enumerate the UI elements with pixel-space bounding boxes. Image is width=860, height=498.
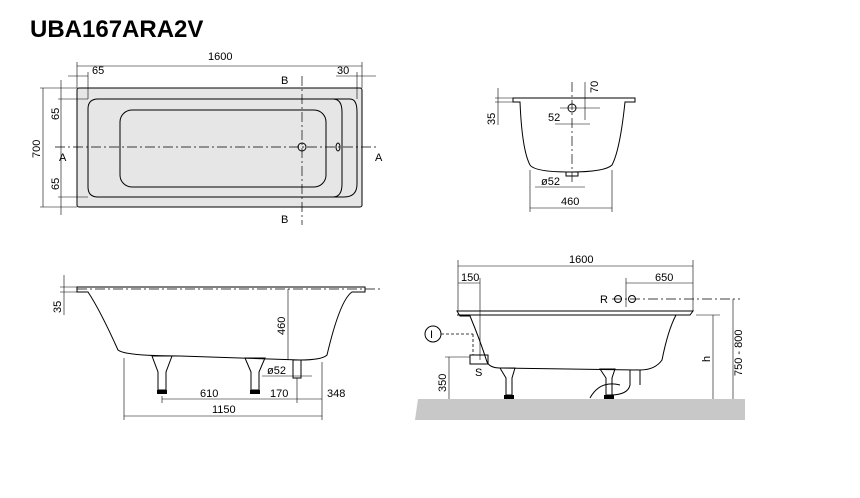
dim-depth: 460 — [276, 317, 288, 335]
dim-side-length: 1150 — [212, 404, 236, 416]
dim-rim-top: 65 — [50, 108, 62, 120]
dim-h: h — [701, 356, 713, 362]
dim-end-drain: ø52 — [541, 176, 560, 188]
dim-tap-offset: 650 — [655, 272, 673, 284]
dim-rim-right: 30 — [337, 65, 349, 77]
dim-left-offset: 150 — [461, 272, 479, 284]
dim-overflow-offset: 52 — [548, 112, 560, 124]
side-view: 35 460 ø52 610 170 348 1150 — [52, 275, 380, 420]
dim-supply-height: 350 — [437, 374, 449, 392]
floor — [415, 399, 745, 420]
marker-label: I — [430, 329, 433, 341]
dim-overflow-height: 70 — [589, 81, 601, 93]
section-a-right: A — [375, 152, 383, 164]
dim-width: 700 — [31, 140, 43, 158]
install-view: 1600 150 650 R I S 350 h 750 - 800 — [415, 254, 745, 420]
section-a-left: A — [59, 152, 67, 164]
dim-drain-to-end: 348 — [327, 388, 345, 400]
dim-length: 1600 — [208, 51, 232, 63]
dim-total-height: 750 - 800 — [733, 330, 745, 376]
dim-leg-to-drain: 170 — [270, 388, 288, 400]
dim-end-rim: 35 — [486, 113, 498, 125]
dim-install-length: 1600 — [569, 254, 593, 266]
end-view: 35 70 52 ø52 460 — [486, 81, 636, 212]
tap-label: R — [600, 294, 608, 306]
supply-label: S — [475, 367, 482, 379]
dim-side-rim: 35 — [52, 301, 64, 313]
dim-bottom-width: 460 — [561, 196, 579, 208]
top-view: 1600 65 30 700 65 65 A A B B — [31, 51, 383, 226]
section-b-top: B — [281, 75, 288, 87]
dim-side-drain: ø52 — [267, 365, 286, 377]
section-b-bottom: B — [281, 214, 288, 226]
dim-rim-left: 65 — [92, 65, 104, 77]
product-code-title: UBA167ARA2V — [30, 16, 204, 43]
dim-rim-bottom: 65 — [50, 178, 62, 190]
dim-leg-spacing: 610 — [200, 388, 218, 400]
